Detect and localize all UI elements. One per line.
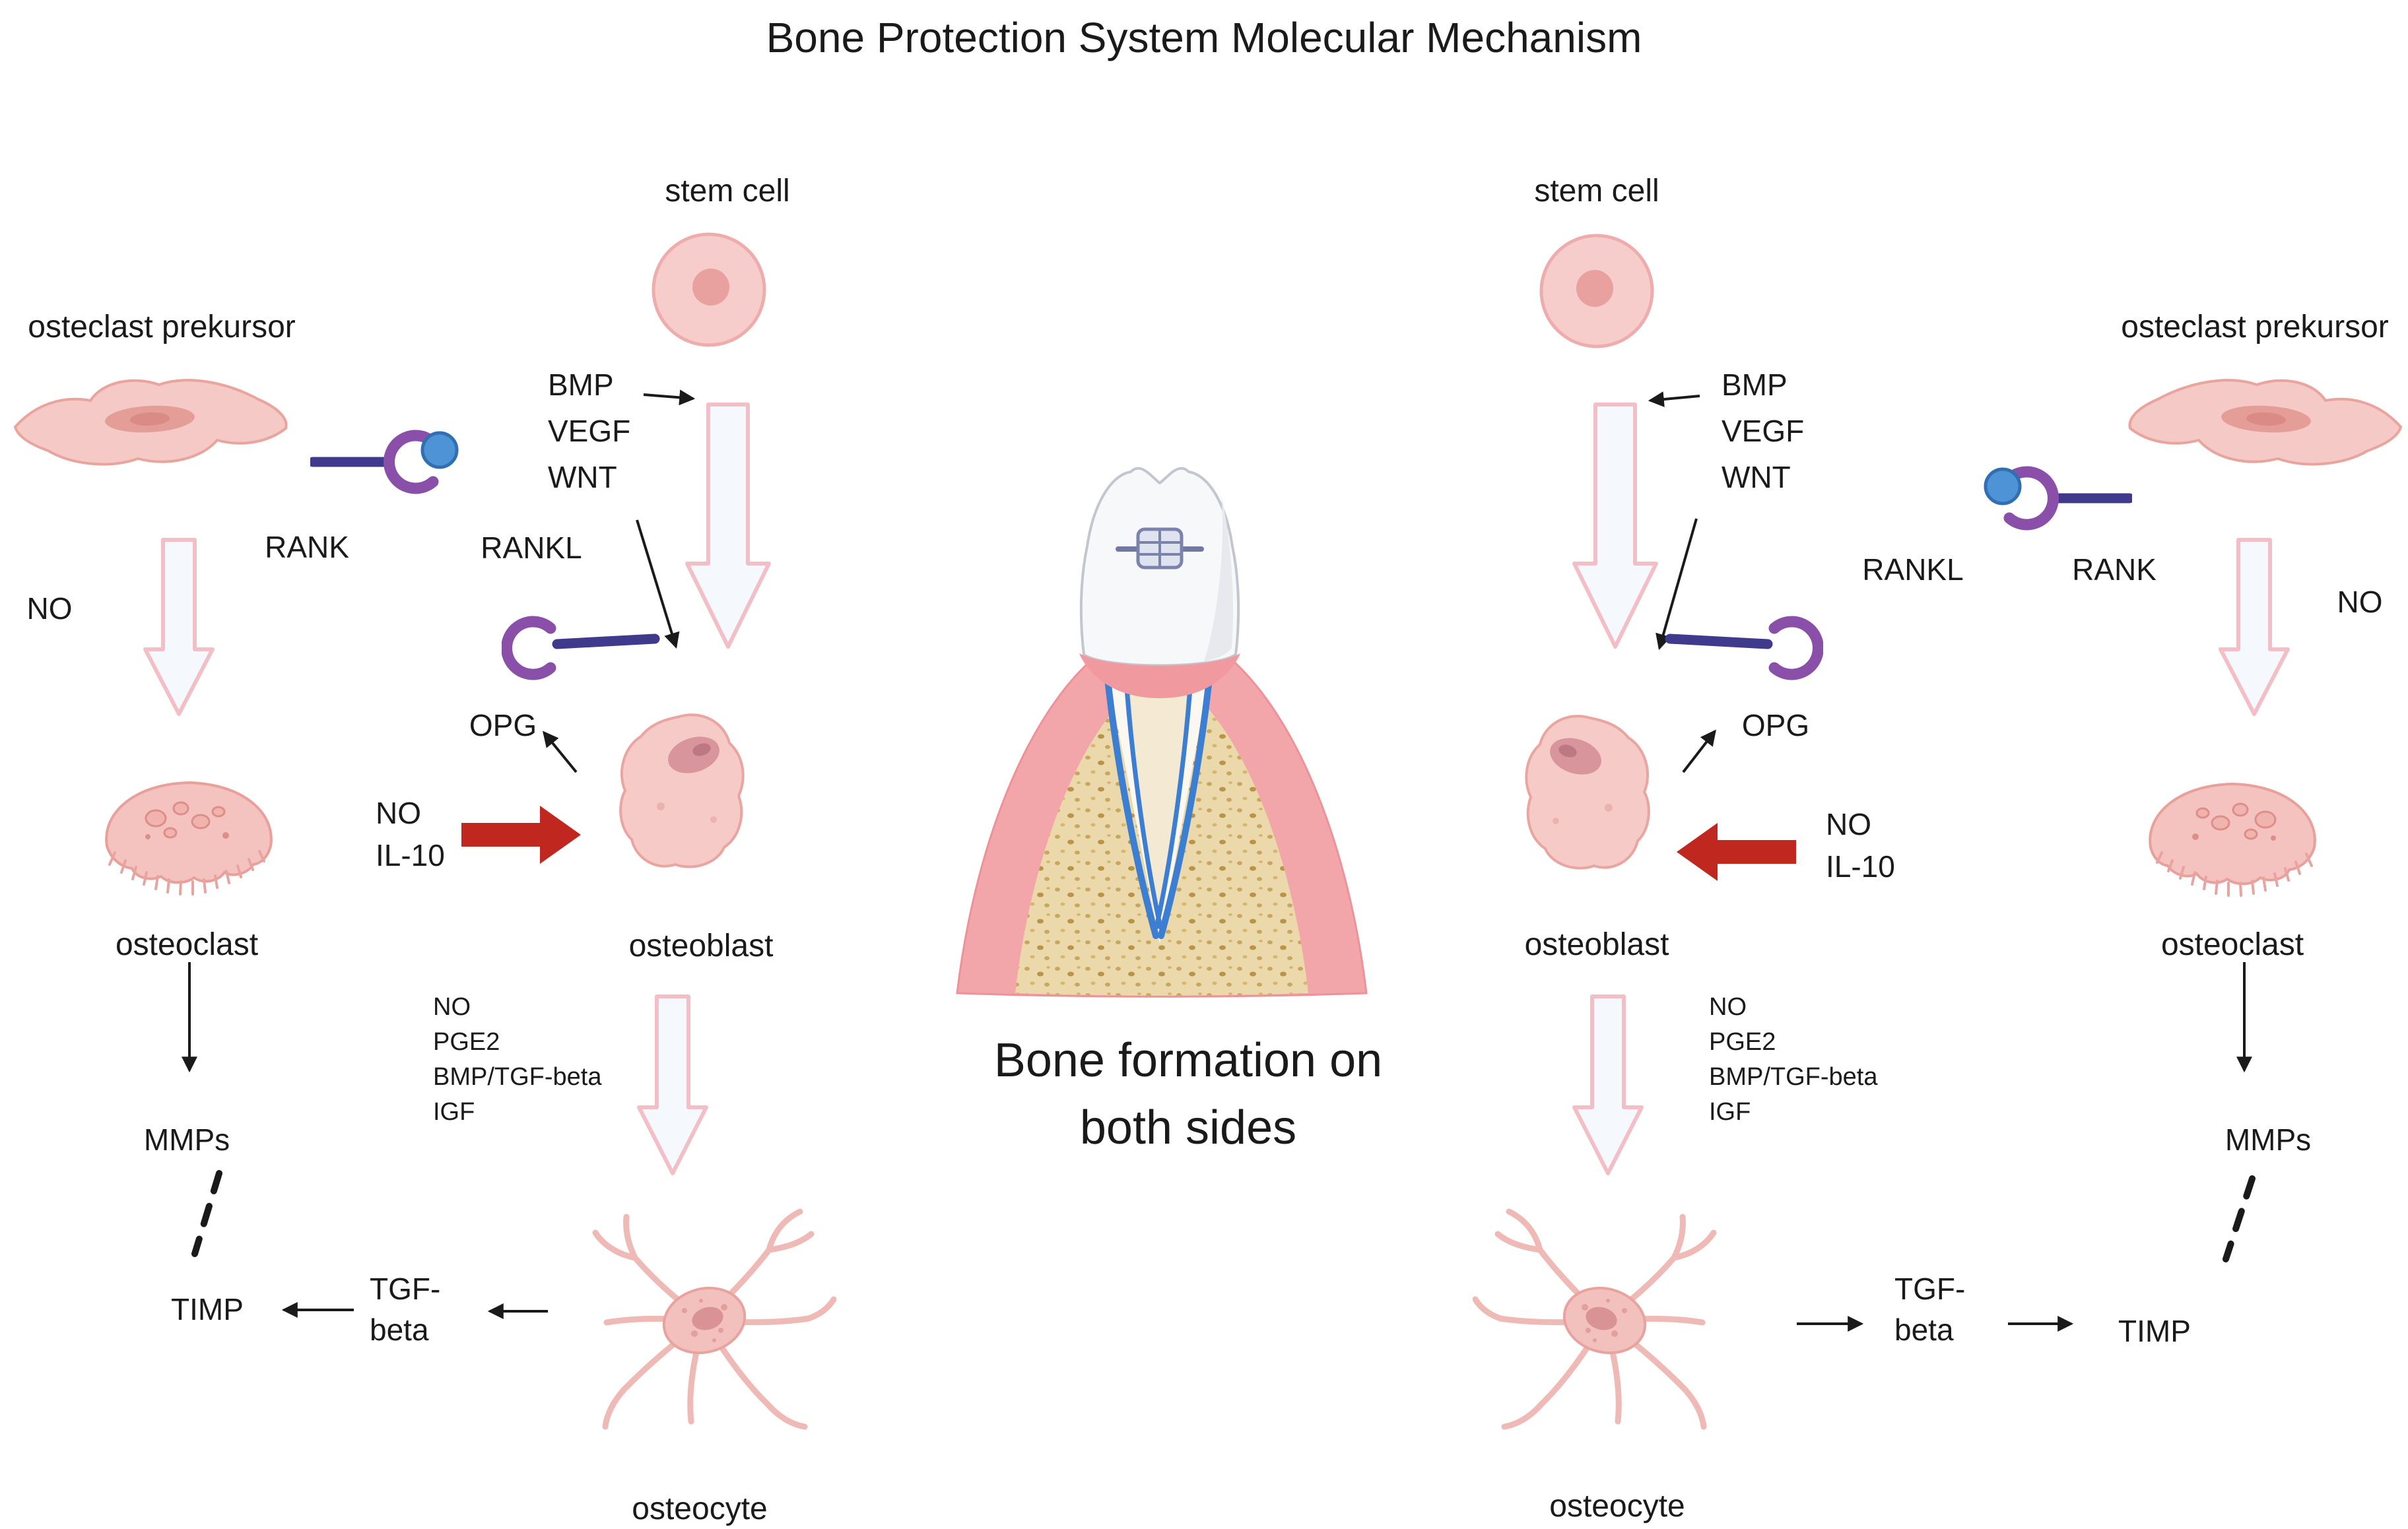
- tooth-with-braces-illustration: [956, 467, 1368, 998]
- rankl-label-left: RANKL: [481, 531, 582, 565]
- stem-cell-illustration-left: [652, 232, 766, 347]
- osteocyte-illustration-right: [1473, 1208, 1717, 1430]
- stem-cell-illustration-right: [1539, 234, 1654, 348]
- periodontal-ligament-lines: [1102, 655, 1215, 939]
- mmps-label-right: MMPs: [2224, 1122, 2312, 1157]
- mediator-bmp-tgf: BMP/TGF-beta: [433, 1063, 602, 1091]
- page-title: Bone Protection System Molecular Mechani…: [766, 14, 1642, 61]
- osteocyte-label-right: osteocyte: [1549, 1489, 1685, 1524]
- tgf-line2: beta: [370, 1313, 429, 1347]
- mediator-igf: IGF: [433, 1098, 475, 1126]
- red-arrow-no-il10-to-osteoblast-left: [461, 806, 581, 864]
- bmp-label: BMP: [548, 368, 614, 402]
- opg-label-right: OPG: [1741, 708, 1810, 742]
- rank-rankl-complex-icon-left: [310, 430, 459, 494]
- no-label-left: NO: [26, 591, 73, 626]
- rank-label-left: RANK: [265, 530, 349, 564]
- ligand-ball-icon: [420, 431, 459, 469]
- il10-label: IL-10: [1826, 849, 1895, 884]
- osteoclast-precursor-illustration-right: [2128, 379, 2403, 466]
- stem-cell-label-left: stem cell: [665, 174, 790, 209]
- mediator-list-left: NO PGE2 BMP/TGF-beta IGF: [433, 990, 602, 1130]
- mediator-bmp-tgf: BMP/TGF-beta: [1709, 1063, 1878, 1091]
- osteoblast-label-right: osteoblast: [1524, 927, 1669, 962]
- dashed-line-mmps-to-timp-right: [2223, 1175, 2256, 1262]
- arrow-bmp-to-differentiation-right: [1648, 391, 1700, 408]
- tgf-line2: beta: [1894, 1313, 1954, 1347]
- rank-label-right: RANK: [2072, 552, 2157, 587]
- gingival-margin: [1079, 653, 1240, 698]
- differentiation-arrow-precursor-to-osteoclast-right: [2219, 538, 2290, 716]
- ligand-ball-icon: [1984, 467, 2022, 505]
- osteoclast-precursor-label-right: osteclast prekursor: [2121, 309, 2389, 344]
- osteoclast-illustration-right: [2149, 782, 2316, 897]
- no-label-right: NO: [2337, 585, 2383, 619]
- tgf-line1: TGF-: [1894, 1272, 1966, 1306]
- tgf-beta-label-right: TGF- beta: [1894, 1268, 1965, 1350]
- differentiation-arrow-osteoblast-to-osteocyte-right: [1572, 994, 1644, 1175]
- mediator-no: NO: [433, 993, 471, 1021]
- osteoclast-precursor-label-left: osteclast prekursor: [28, 309, 296, 344]
- opg-receptor-icon-right: [1665, 616, 1823, 680]
- mediator-pge2: PGE2: [433, 1028, 500, 1056]
- no-il10-list-right: NO IL-10: [1826, 803, 1895, 888]
- no-il10-list-left: NO IL-10: [376, 792, 445, 876]
- no-label: NO: [376, 796, 421, 830]
- no-label: NO: [1826, 807, 1871, 841]
- dashed-line-mmps-to-timp-left: [191, 1170, 222, 1257]
- mmps-label-left: MMPs: [143, 1122, 230, 1157]
- osteoclast-label-left: osteoclast: [115, 927, 259, 962]
- mediator-no: NO: [1709, 993, 1747, 1021]
- osteoblast-illustration-left: [619, 713, 745, 868]
- vegf-label: VEGF: [1722, 414, 1805, 448]
- osteoblast-illustration-right: [1525, 715, 1650, 870]
- wnt-label: WNT: [1722, 460, 1791, 494]
- tgf-line1: TGF-: [370, 1272, 441, 1306]
- center-caption-line2: both sides: [1079, 1101, 1297, 1154]
- center-caption: Bone formation on both sides: [924, 1027, 1452, 1161]
- vegf-label: VEGF: [548, 414, 631, 448]
- red-arrow-no-il10-to-osteoblast-right: [1677, 823, 1796, 881]
- mediator-list-right: NO PGE2 BMP/TGF-beta IGF: [1709, 990, 1878, 1130]
- wnt-label: WNT: [548, 460, 617, 494]
- stem-cell-label-right: stem cell: [1534, 174, 1659, 209]
- bmp-label: BMP: [1722, 368, 1788, 402]
- arrow-bmp-to-differentiation-left: [643, 389, 696, 406]
- opg-label-left: OPG: [469, 708, 537, 742]
- center-caption-line1: Bone formation on: [993, 1034, 1383, 1087]
- mediator-pge2: PGE2: [1709, 1028, 1776, 1056]
- rank-rankl-complex-icon-right: [1984, 466, 2132, 531]
- osteoclast-illustration-left: [105, 781, 273, 895]
- rankl-label-right: RANKL: [1862, 552, 1964, 587]
- arrow-osteoblast-to-opg-right: [1682, 729, 1716, 773]
- mediator-igf: IGF: [1709, 1098, 1751, 1126]
- differentiation-arrow-precursor-to-osteoclast-left: [143, 538, 215, 716]
- osteocyte-illustration-left: [592, 1208, 836, 1430]
- osteoclast-label-right: osteoclast: [2160, 927, 2304, 962]
- differentiation-arrow-stem-to-osteoblast-left: [685, 403, 771, 649]
- osteoblast-label-left: osteoblast: [628, 928, 774, 963]
- differentiation-arrow-stem-to-osteoblast-right: [1572, 403, 1658, 649]
- timp-label-left: TIMP: [171, 1292, 244, 1326]
- tgf-beta-label-left: TGF- beta: [370, 1268, 440, 1350]
- timp-label-right: TIMP: [2118, 1314, 2191, 1348]
- osteoclast-precursor-illustration-left: [13, 379, 288, 466]
- osteocyte-label-left: osteocyte: [632, 1491, 768, 1526]
- bmp-vegf-wnt-list-left: BMP VEGF WNT: [548, 362, 630, 500]
- opg-receptor-icon-left: [502, 616, 660, 680]
- differentiation-arrow-osteoblast-to-osteocyte-left: [637, 994, 708, 1175]
- il10-label: IL-10: [376, 838, 445, 872]
- bmp-vegf-wnt-list-right: BMP VEGF WNT: [1722, 362, 1804, 500]
